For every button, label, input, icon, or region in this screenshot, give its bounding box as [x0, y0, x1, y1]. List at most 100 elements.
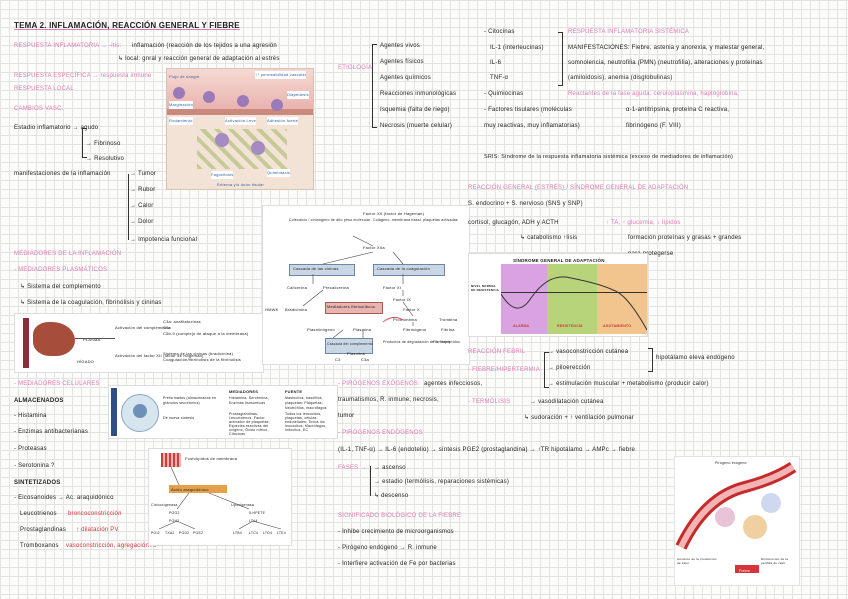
cell-r0-c1: Histamina, Serotonina, Enzimas lisosómic…: [229, 396, 281, 406]
febril-head: REACCIÓN FEBRIL: [468, 348, 525, 356]
termolisis-b: ↳ sudoración + ↑ ventilación pulmonar: [524, 414, 634, 422]
sis-text6: fibrinógeno (F. VIII): [626, 122, 681, 130]
diag1-label-3: Rodamiento: [169, 117, 193, 125]
etiol-4: Isquemia (falta de riego): [380, 106, 450, 114]
cell-r1-c0: De nueva síntesis: [163, 416, 221, 421]
febril-side: hipotálamo eleva endógeno: [656, 354, 735, 362]
manif-4: → Impotencia funcional: [130, 236, 197, 244]
cell-th-1: FUENTE: [285, 388, 302, 396]
fever-label-1: Aumento de la producción de calor: [677, 557, 717, 565]
cit-6: muy reactivas, muy inflamatorias): [484, 122, 580, 130]
manif-2: → Calor: [130, 202, 153, 210]
resp-especifica: RESPUESTA ESPECÍFICA → respuesta inmune: [14, 72, 151, 80]
fibrinoso: → Fibrinoso: [86, 140, 121, 148]
def-text: inflamación (reacción de los tejidos a u…: [132, 42, 277, 50]
leukocyte-extravasation-diagram: ↑↑ permeabilidad vascular Flujo de sangr…: [166, 68, 314, 190]
srg-2: cortisol, glucagón, ADH y ACTH: [468, 219, 559, 227]
exog-text: agentes infecciosos,: [424, 380, 482, 388]
cit-brace: [558, 32, 563, 86]
exog-text2: traumatismos, R. inmune, necrosis,: [338, 396, 439, 404]
diag1-label-2: Marginación: [169, 101, 193, 109]
fase-1: → ascenso: [374, 464, 406, 472]
manif-0: → Tumor: [130, 170, 156, 178]
diag1-label-0: ↑↑ permeabilidad vascular: [255, 71, 306, 79]
cambios-vasc: CAMBIOS VASC.: [14, 105, 64, 113]
sris-text: SRIS: Síndrome de la respuesta inflamato…: [484, 153, 733, 161]
liver-illustration: [33, 322, 75, 356]
page-title: TEMA 2. INFLAMACIÓN, REACCIÓN GENERAL Y …: [14, 22, 240, 30]
alm-0: - Histamina: [14, 412, 47, 420]
cit-4: - Quimiocinas: [484, 90, 523, 98]
cell-r1-c1: Prostaglandinas, Leucotrienos, Factor ac…: [229, 412, 281, 436]
cell-r0-c2: Mastocitos, basófilos, plaquetas; Plaque…: [285, 396, 335, 411]
sis-text5: α-1-antitripsina, proteína C reactiva,: [626, 106, 729, 114]
def-head: RESPUESTA INFLAMATORIA → -itis:: [14, 42, 121, 50]
cell-mediators-table: MEDIADORES FUENTE Preformados (almacenad…: [108, 385, 338, 439]
cell-r1-c2: Todos los leucocitos, plaquetas, células…: [285, 412, 335, 432]
gas-ylabel: NIVEL NORMAL DE RESISTENCIA: [471, 284, 499, 292]
diag1-label-7: Fagocitosis: [211, 171, 233, 179]
gas-phase-0: ALARMA: [513, 322, 529, 330]
sis-text4: Reactantes de la fase aguda: ceruloplasm…: [568, 90, 739, 98]
significado-head: SIGNIFICADO BIOLÓGICO DE LA FIEBRE: [338, 512, 461, 520]
leucotrienos-val: broncoconstricción: [68, 510, 122, 518]
alm-1: - Enzimas antibacterianas: [14, 428, 88, 436]
sig-2: - Interfiere activación de Fe por bacter…: [338, 560, 456, 568]
srg-catab: ↳ catabolismo ↑lisis: [520, 234, 577, 242]
resp-local: RESPUESTA LOCAL: [14, 85, 74, 93]
febril-a: → vasoconstricción cutánea: [548, 348, 628, 356]
celulares-head: - MEDIADORES CELULARES: [14, 380, 100, 388]
srg-3: ↑ TA, ↑ glucemia, ↓ lípidos: [606, 219, 681, 227]
fever-label-2: Disminución de la pérdida de calor: [761, 557, 797, 565]
manif-line: [128, 174, 129, 240]
gas-phase-2: AGOTAMIENTO: [603, 322, 631, 330]
srg-head: REACCIÓN GENERAL (ESTRÉS) / SÍNDROME GEN…: [468, 184, 688, 192]
cascade-arrows: [263, 206, 469, 364]
cell-r0-c0: Preformados (almacenados en gránulos sec…: [163, 396, 221, 406]
plasma-4: C5b-9 (complejo de ataque a la membrana): [163, 330, 248, 338]
etiol-1: Agentes físicos: [380, 58, 424, 66]
med2: ↳ Sistema de la coagulación, fibrinólisi…: [20, 299, 162, 307]
alm-2: - Proteasas: [14, 445, 47, 453]
diag1-label-8: Quimiotaxis: [267, 169, 290, 177]
fase-2: → estadio (termólisis, reparaciones sist…: [374, 478, 509, 486]
sig-1: - Pirógeno endógeno → R. inmune: [338, 544, 437, 552]
sig-0: - Inhibe crecimiento de microorganismos: [338, 528, 454, 536]
diag1-caption: Eritema y/o dolor tisular: [217, 181, 264, 189]
srg-1: S. endocrino + S. nervioso (SNS y SNP): [468, 200, 583, 208]
mediadores-sub: - MEDIADORES PLASMÁTICOS: [14, 266, 107, 274]
sint-1: - Eicosanoides → Ac. araquidónico: [14, 494, 114, 502]
termolisis-head: - TERMÓLISIS: [468, 398, 510, 406]
srg-4: formación proteínas y grasas + grandes: [628, 234, 742, 242]
arachidonic-acid-diagram: Fosfolípidos de membrana Ácido araquidón…: [148, 448, 292, 546]
med1: ↳ Sistema del complemento: [20, 283, 101, 291]
plasma-1: Activación del complemento: [115, 324, 170, 332]
cit-0: - Citocinas: [484, 28, 515, 36]
fase-3: ↳ descenso: [374, 492, 408, 500]
febril-b: → piloerección: [548, 364, 591, 372]
mediadores-head: MEDIADORES DE LA INFLAMACIÓN: [14, 250, 121, 258]
plasma-mediators-diagram: MEDIADORES DE LA INFLAMACIÓN PLASMÁTICOS…: [14, 313, 264, 373]
exog-text3: tumor: [338, 412, 354, 420]
gas-phase-1: RESISTENCIA: [557, 322, 583, 330]
etiol-3: Reacciones inmunológicas: [380, 90, 456, 98]
manif-1: → Rubor: [130, 186, 155, 194]
fiebre-cadena: (IL-1, TNF-α) → IL-6 (endotelio) → sínte…: [338, 446, 635, 454]
fever-vessel-illustration: [675, 457, 799, 585]
almacenados: ALMACENADOS: [14, 397, 64, 405]
cit-3: TNF-α: [490, 74, 508, 82]
leucotrienos: Leucotrienos: [20, 510, 57, 518]
sis-text2: somnolencia, neutrofilia (PMN) (neutrofi…: [568, 59, 763, 67]
tromboxanos-val: vasoconstricción, agregación AP: [66, 542, 159, 550]
ara-arrows: [149, 449, 291, 545]
fever-label-0: Pirógeno exógeno: [715, 459, 747, 467]
pirogenos-endogenos: - PIRÓGENOS ENDÓGENOS: [338, 429, 423, 437]
diag1-label-6: Diapédesis: [287, 91, 309, 99]
prostaglandinas: Prostaglandinas: [20, 526, 66, 534]
diag1-label-4: Activación Leve: [225, 117, 256, 125]
gas-chart: SÍNDROME GENERAL DE ADAPTACIÓN NIVEL NOR…: [468, 253, 648, 337]
plasma-7: Coagulación/fibrinolisis de la fibrinoli…: [163, 356, 241, 364]
etiol-2: Agentes químicos: [380, 74, 431, 82]
diag1-label-1: Flujo de sangre: [169, 73, 200, 81]
fever-label-3: Fiebre: [739, 567, 750, 575]
